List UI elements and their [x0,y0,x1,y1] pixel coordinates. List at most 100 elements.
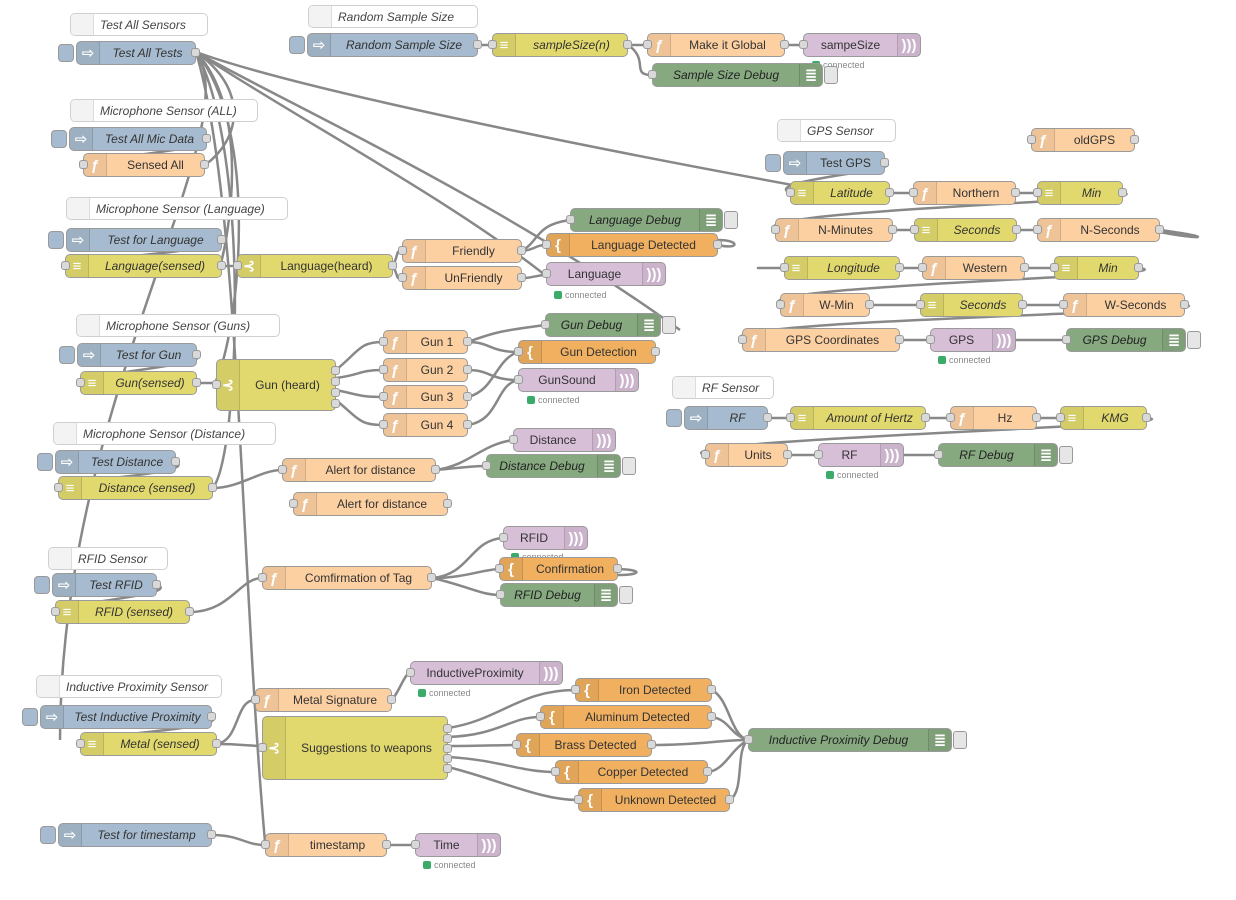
output-port[interactable] [725,795,734,804]
output-port[interactable] [463,392,472,401]
output-port[interactable] [207,830,216,839]
output-port[interactable] [331,399,340,408]
output-port[interactable] [1130,135,1139,144]
input-port[interactable] [926,335,935,344]
mqtt-language[interactable]: Language))) [542,262,666,286]
input-port[interactable] [776,300,785,309]
inject-button[interactable] [666,409,682,427]
output-port[interactable] [443,499,452,508]
input-port[interactable] [251,695,260,704]
input-port[interactable] [1062,335,1071,344]
switch-gun-heard[interactable]: ⊰Gun (heard) [212,359,340,411]
output-port[interactable] [1180,300,1189,309]
output-port[interactable] [1134,263,1143,272]
output-port[interactable] [463,365,472,374]
input-port[interactable] [542,269,551,278]
input-port[interactable] [542,240,551,249]
input-port[interactable] [771,225,780,234]
debug-toggle[interactable] [824,66,838,84]
comment-mic-language[interactable]: Microphone Sensor (Language) [66,197,288,220]
switch-lat-seconds[interactable]: ≡Seconds [910,218,1021,242]
output-port[interactable] [217,261,226,270]
output-port[interactable] [431,465,440,474]
output-port[interactable] [387,695,396,704]
input-port[interactable] [258,573,267,582]
switch-lon-seconds[interactable]: ≡Seconds [916,293,1027,317]
input-port[interactable] [946,413,955,422]
output-port[interactable] [880,158,889,167]
output-port[interactable] [517,273,526,282]
inject-test-distance[interactable]: ⇨Test Distance [37,450,180,474]
inject-button[interactable] [22,708,38,726]
template-gun-detection[interactable]: {Gun Detection [514,340,660,364]
template-unknown-detected[interactable]: {Unknown Detected [574,788,734,812]
output-port[interactable] [1011,188,1020,197]
input-port[interactable] [786,188,795,197]
output-port[interactable] [185,607,194,616]
output-port[interactable] [647,740,656,749]
template-iron-detected[interactable]: {Iron Detected [571,678,716,702]
input-port[interactable] [499,533,508,542]
output-port[interactable] [1020,263,1029,272]
inject-button[interactable] [34,576,50,594]
input-port[interactable] [79,160,88,169]
inject-button[interactable] [51,130,67,148]
debug-toggle[interactable] [1059,446,1073,464]
debug-toggle[interactable] [619,586,633,604]
inject-test-inductive[interactable]: ⇨Test Inductive Proximity [22,705,216,729]
input-port[interactable] [701,450,710,459]
switch-metal-sensed[interactable]: ≡Metal (sensed) [76,732,221,756]
switch-lat-min[interactable]: ≡Min [1033,181,1127,205]
mqtt-distance[interactable]: Distance))) [509,428,616,452]
inject-test-timestamp[interactable]: ⇨Test for timestamp [40,823,216,847]
output-port[interactable] [443,764,452,773]
comment-mic-guns[interactable]: Microphone Sensor (Guns) [76,314,280,337]
output-port[interactable] [202,134,211,143]
input-port[interactable] [379,365,388,374]
switch-amount-hertz[interactable]: ≡Amount of Hertz [786,406,930,430]
input-port[interactable] [916,300,925,309]
debug-inductive-proximity[interactable]: Inductive Proximity Debug≣ [744,728,967,752]
output-port[interactable] [613,564,622,573]
input-port[interactable] [744,735,753,744]
input-port[interactable] [482,461,491,470]
output-port[interactable] [780,40,789,49]
input-port[interactable] [1033,188,1042,197]
inject-button[interactable] [48,231,64,249]
debug-toggle[interactable] [662,316,676,334]
switch-language-sensed[interactable]: ≡Language(sensed) [61,254,226,278]
output-port[interactable] [443,754,452,763]
input-port[interactable] [261,840,270,849]
switch-language-heard[interactable]: ⊰Language(heard) [233,254,397,278]
output-port[interactable] [331,377,340,386]
output-port[interactable] [171,457,180,466]
comment-test-all-sensors[interactable]: Test All Sensors [70,13,208,36]
input-port[interactable] [233,261,242,270]
inject-test-gps[interactable]: ⇨Test GPS [765,151,889,175]
output-port[interactable] [192,378,201,387]
output-port[interactable] [152,580,161,589]
input-port[interactable] [379,337,388,346]
mqtt-gun-sound[interactable]: GunSound))) [514,368,639,392]
output-port[interactable] [1118,188,1127,197]
debug-rfid[interactable]: RFID Debug≣ [496,583,633,607]
inject-test-gun[interactable]: ⇨Test for Gun [59,343,201,367]
output-port[interactable] [651,347,660,356]
output-port[interactable] [212,739,221,748]
switch-latitude[interactable]: ≡Latitude [786,181,894,205]
inject-button[interactable] [40,826,56,844]
input-port[interactable] [398,246,407,255]
comment-random-sample-size[interactable]: Random Sample Size [308,5,478,28]
input-port[interactable] [643,40,652,49]
template-language-detected[interactable]: {Language Detected [542,233,722,257]
